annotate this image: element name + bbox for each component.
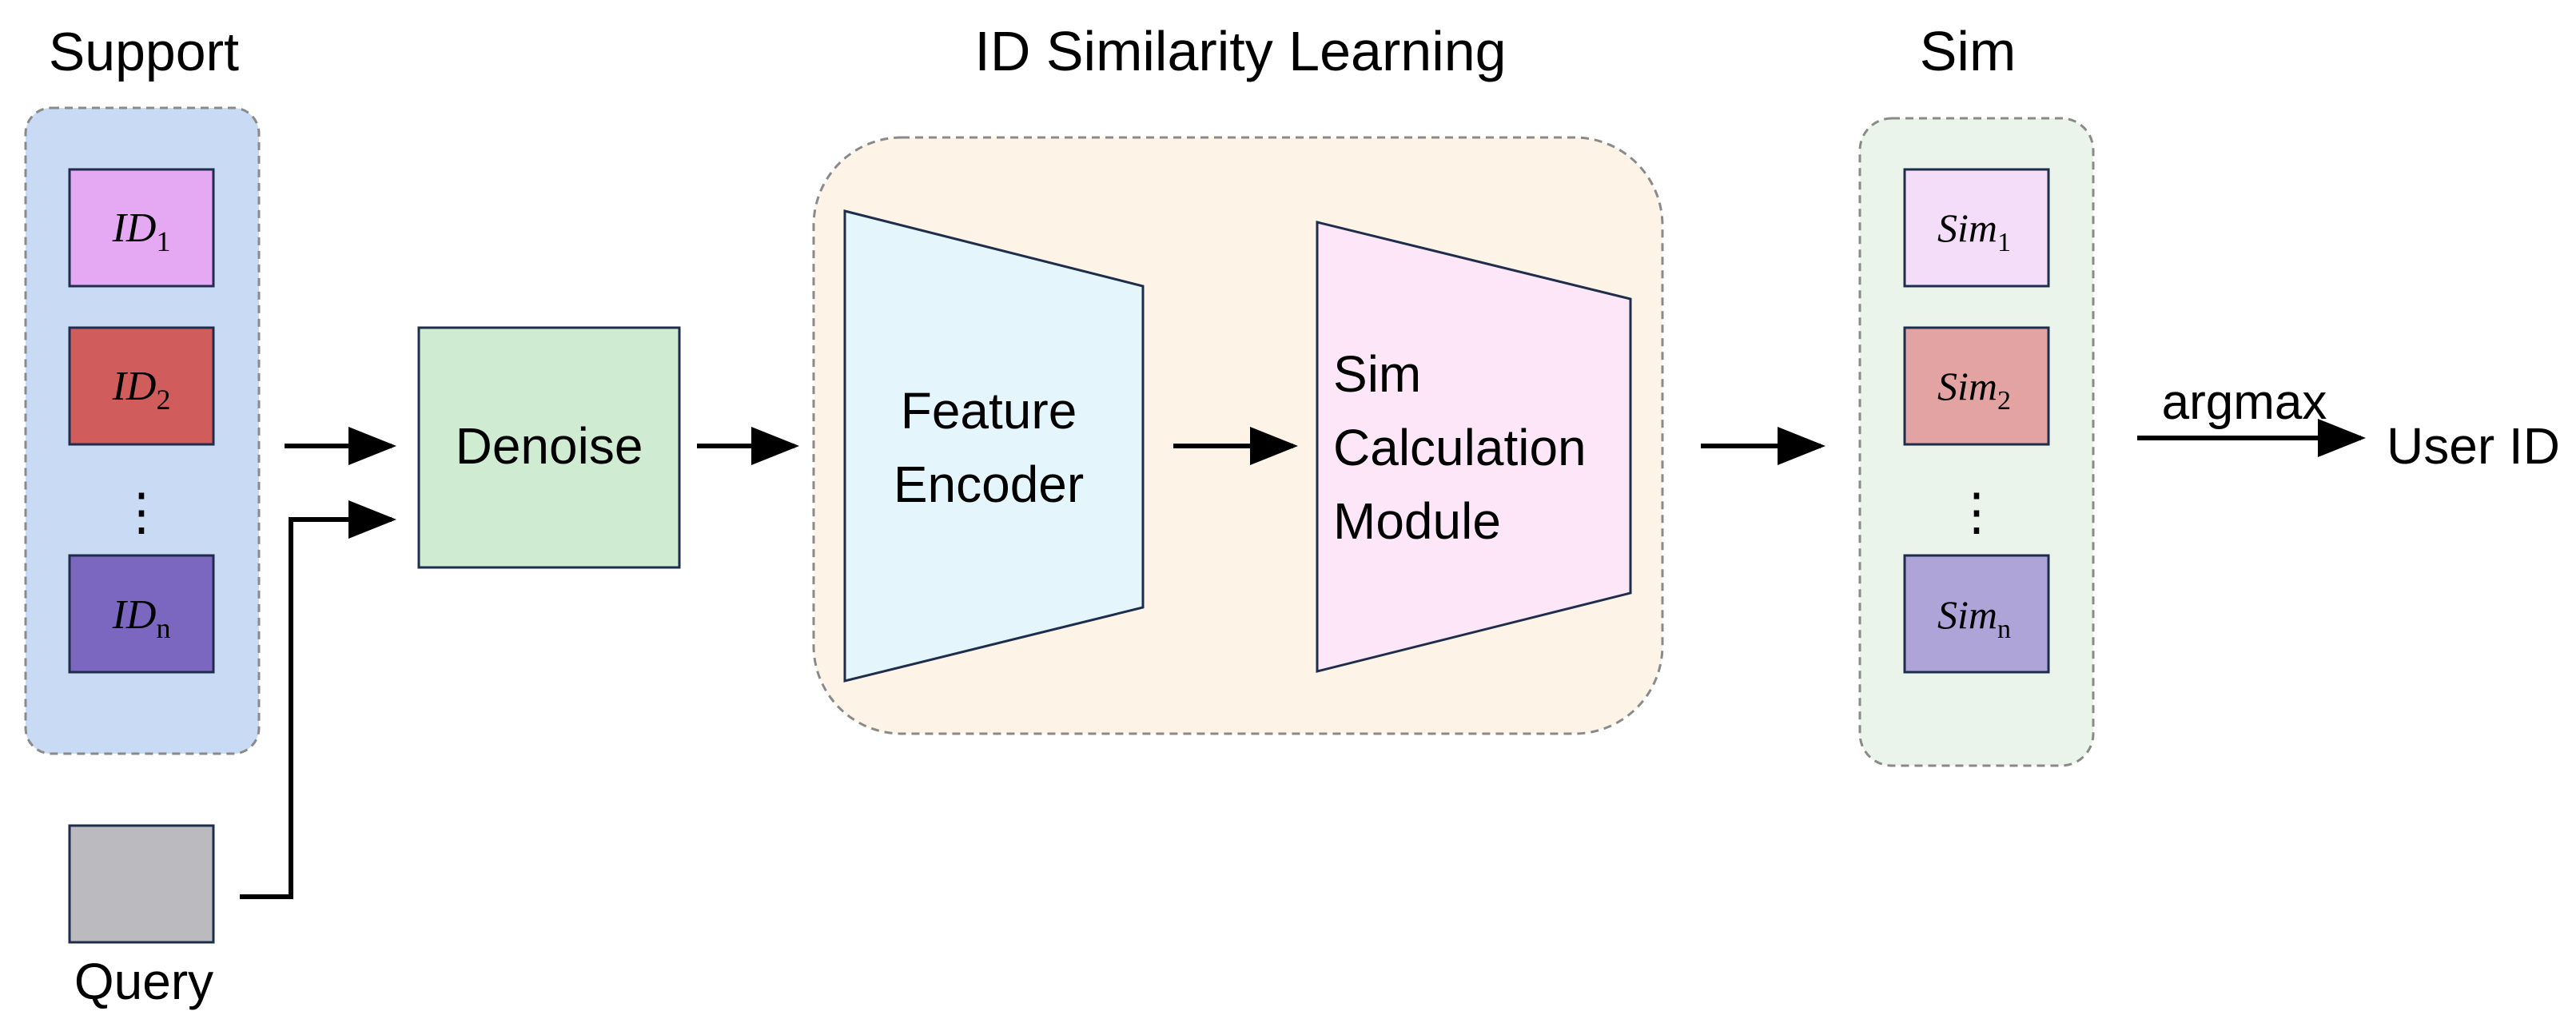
support-item-2: ID2 [68,326,215,446]
sim-module-line1: Sim [1333,345,1421,403]
feature-encoder-block [843,209,1145,683]
sim-module-line2: Calculation [1333,419,1587,476]
argmax-label: argmax [2162,375,2327,430]
sim-module-line3: Module [1333,492,1501,550]
sim-title: Sim [1920,20,2017,82]
denoise-box [417,326,681,569]
sim-item-n: Simn [1903,554,2050,674]
sim-item-2: Sim2 [1903,326,2050,446]
sim-ellipsis: ⋮ [1951,483,2002,540]
support-item-n-label: IDn [112,592,171,644]
support-item-1: ID1 [68,168,215,288]
support-item-1-label: ID1 [112,205,171,257]
sim-item-2-label: Sim2 [1937,364,2011,416]
feature-encoder-line1: Feature [901,382,1077,440]
support-ellipsis: ⋮ [116,483,167,540]
query-label: Query [74,953,213,1010]
id-similarity-title: ID Similarity Learning [974,20,1506,82]
denoise-label: Denoise [456,417,643,475]
support-item-n: IDn [68,554,215,674]
sim-item-n-label: Simn [1937,592,2011,644]
support-title: Support [49,22,239,82]
sim-item-1-label: Sim1 [1937,205,2011,257]
query-to-denoise-arrow [240,500,396,899]
user-id-label: User ID [2387,417,2560,475]
sim-calculation-module-block [1316,221,1632,673]
support-item-2-label: ID2 [112,364,171,416]
query-box [68,824,215,944]
feature-encoder-line2: Encoder [894,456,1084,513]
sim-item-1: Sim1 [1903,168,2050,288]
